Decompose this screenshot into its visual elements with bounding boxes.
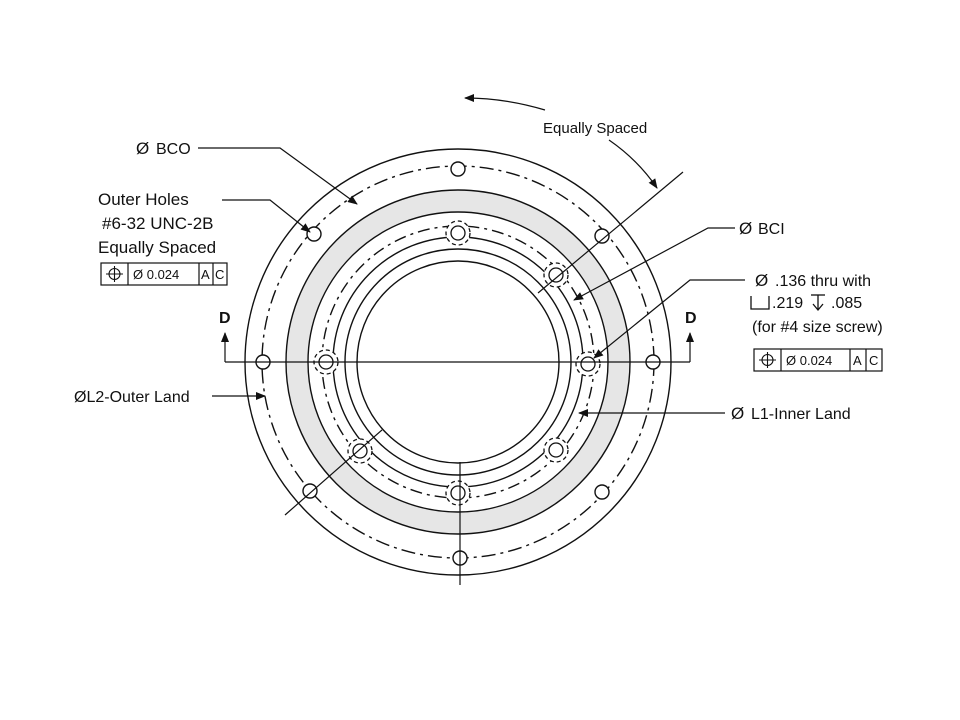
section-label-left: D xyxy=(219,310,231,327)
outer-hole xyxy=(594,484,610,500)
bci-leader xyxy=(573,227,735,301)
inner-hole xyxy=(347,438,373,464)
outer-hole xyxy=(302,483,318,499)
depth-icon xyxy=(811,294,825,312)
outer-hole xyxy=(450,161,466,177)
inner-hole xyxy=(543,437,569,463)
bco-leader xyxy=(198,147,358,205)
outer-holes-title: Outer Holes xyxy=(98,190,189,209)
angle-ref-line-lower xyxy=(284,429,383,516)
inner-hole xyxy=(445,220,471,246)
position-icon xyxy=(759,352,776,368)
inner-holes-screw-note: (for #4 size screw) xyxy=(752,319,883,336)
inner-holes-thru-label: .136 thru with xyxy=(775,273,871,290)
position-icon xyxy=(106,266,123,282)
bco-label: BCO xyxy=(156,141,191,158)
inner-hole xyxy=(543,262,569,288)
inner-fcf-datum-c: C xyxy=(869,353,878,368)
outer-fcf-datum-c: C xyxy=(215,267,224,282)
outer-land-label: ØL2-Outer Land xyxy=(74,389,190,406)
bco-diameter-symbol: Ø xyxy=(136,139,149,158)
outer-holes-thread: #6-32 UNC-2B xyxy=(102,214,214,233)
inner-holes-cbore-depth: .085 xyxy=(831,295,862,312)
outer-holes-fcf: Ø 0.024 A C xyxy=(100,262,228,286)
outer-fcf-datum-a: A xyxy=(201,267,210,282)
outer-fcf-tolerance: Ø 0.024 xyxy=(133,267,179,282)
inner-holes-leader xyxy=(593,279,745,359)
outer-holes-leader xyxy=(222,199,311,233)
outer-hole xyxy=(594,228,610,244)
inner-fcf-tolerance: Ø 0.024 xyxy=(786,353,832,368)
inner-holes-cbore-dia: .219 xyxy=(772,295,803,312)
inner-holes-fcf: Ø 0.024 A C xyxy=(753,348,883,372)
rotation-direction-arrow xyxy=(464,94,546,111)
counterbore-icon xyxy=(750,296,770,310)
outer-hole xyxy=(306,226,322,242)
angle-ref-line-upper xyxy=(537,171,684,294)
section-label-right: D xyxy=(685,310,697,327)
equally-spaced-arc xyxy=(608,139,658,189)
inner-land-label: L1-Inner Land xyxy=(751,406,851,423)
bci-diameter-symbol: Ø xyxy=(739,219,752,238)
outer-holes-spacing: Equally Spaced xyxy=(98,238,216,257)
bci-label: BCI xyxy=(758,221,785,238)
inner-hole xyxy=(445,480,471,506)
inner-holes-diameter-symbol: Ø xyxy=(755,271,768,290)
inner-fcf-datum-a: A xyxy=(853,353,862,368)
inner-land-diameter-symbol: Ø xyxy=(731,404,744,423)
equally-spaced-direction-label: Equally Spaced xyxy=(543,120,647,137)
